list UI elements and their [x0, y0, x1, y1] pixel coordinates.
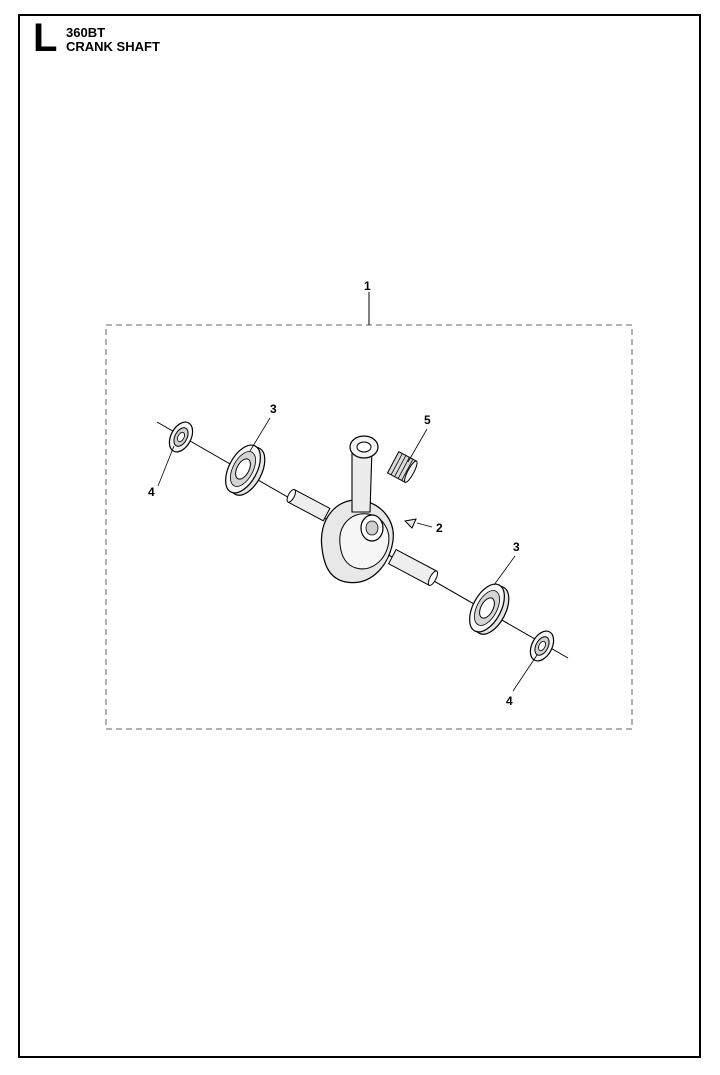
leader-3-left — [249, 417, 271, 452]
bearing-right — [469, 583, 510, 635]
crank-web — [320, 499, 394, 584]
section-letter: L — [33, 16, 58, 60]
connecting-rod — [349, 435, 379, 513]
seal-right — [529, 630, 555, 662]
needle-bearing — [386, 451, 418, 483]
callout-4-left: 4 — [148, 485, 155, 499]
callout-2: 2 — [436, 521, 443, 535]
woodruff-key — [403, 518, 417, 529]
model-number: 360BT — [66, 25, 106, 40]
bearing-left — [225, 444, 266, 496]
callout-5: 5 — [424, 413, 431, 427]
leader-5 — [407, 428, 428, 463]
shaft-left — [286, 488, 331, 522]
leader-2 — [416, 522, 433, 528]
callout-1: 1 — [364, 279, 371, 293]
shaft-right — [387, 548, 439, 586]
leader-3-right — [493, 555, 516, 586]
callout-4-right: 4 — [506, 694, 513, 708]
callout-3-left: 3 — [270, 402, 277, 416]
seal-left — [168, 421, 194, 453]
leader-4-right — [512, 654, 538, 692]
page-frame — [18, 14, 701, 1058]
callout-3-right: 3 — [513, 540, 520, 554]
page-title: CRANK SHAFT — [66, 39, 160, 54]
leader-4-left — [157, 445, 175, 487]
